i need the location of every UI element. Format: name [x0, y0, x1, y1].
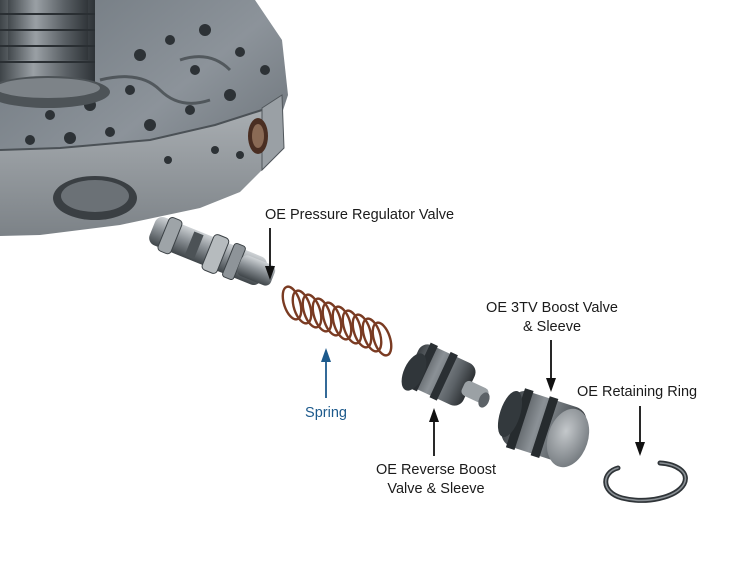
pressure-regulator-valve: [149, 217, 276, 286]
arrow-spring: [321, 348, 331, 398]
stator-shaft: [0, 0, 110, 108]
arrow-reverse-boost: [429, 408, 439, 456]
retaining-ring: [603, 460, 688, 503]
reverse-boost-valve: [401, 342, 490, 408]
label-tv-boost-line2: & Sleeve: [522, 319, 582, 335]
label-spring: Spring: [305, 405, 347, 421]
label-reverse-boost: OE Reverse Boost Valve & Sleeve: [376, 461, 496, 499]
tv-boost-valve: [497, 388, 590, 468]
label-tv-boost: OE 3TV Boost Valve & Sleeve: [486, 299, 618, 337]
arrow-tv-boost: [546, 340, 556, 392]
label-pressure-regulator: OE Pressure Regulator Valve: [265, 207, 455, 223]
arrow-retaining-ring: [635, 406, 645, 456]
label-reverse-boost-line1: OE Reverse Boost: [375, 462, 497, 478]
label-reverse-boost-line2: Valve & Sleeve: [387, 481, 485, 497]
spring: [281, 285, 393, 357]
label-retaining-ring: OE Retaining Ring: [577, 384, 698, 400]
arrow-pressure-regulator: [265, 228, 275, 280]
label-tv-boost-line1: OE 3TV Boost Valve: [486, 300, 618, 316]
